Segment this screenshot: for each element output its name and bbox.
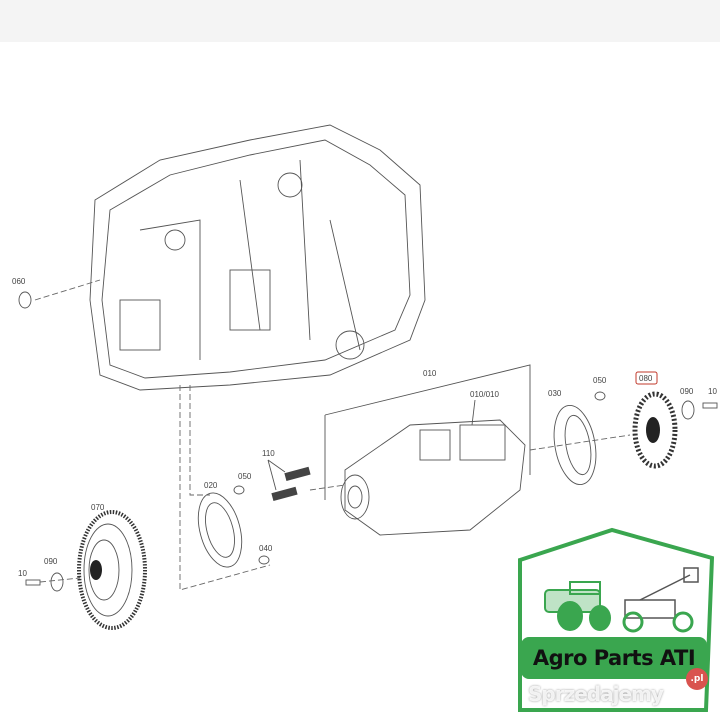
label-010-010: 010/010	[470, 390, 499, 399]
cover-030	[553, 405, 597, 485]
telehandler-icon	[622, 567, 699, 633]
logo-text: Agro Parts ATI	[532, 646, 696, 670]
label-010: 010	[423, 369, 437, 378]
label-020: 020	[204, 481, 218, 490]
bolt-040	[258, 555, 270, 565]
watermark-badge: .pl	[686, 668, 708, 690]
label-030: 030	[548, 389, 562, 398]
label-10-right: 10	[708, 387, 717, 396]
bolt-050-left	[233, 485, 245, 495]
label-10-left: 10	[18, 569, 27, 578]
highlight-box-080	[635, 371, 658, 385]
tractor-icon	[544, 581, 611, 631]
label-110: 110	[262, 449, 275, 458]
assembly-bracket	[324, 364, 531, 500]
studs-110	[267, 459, 311, 501]
label-090-right: 090	[680, 387, 694, 396]
large-gear-070	[77, 510, 147, 630]
cover-020	[197, 492, 243, 568]
label-090-left: 090	[44, 557, 58, 566]
label-060: 060	[12, 277, 26, 286]
label-050-right: 050	[593, 376, 607, 385]
washer-090-right	[681, 400, 695, 420]
label-040: 040	[259, 544, 273, 553]
logo-banner: Agro Parts ATI	[521, 637, 707, 679]
screw-10-left	[25, 579, 41, 586]
seal-060	[18, 291, 32, 309]
screw-10-right	[702, 402, 718, 409]
bolt-050-right	[594, 391, 606, 401]
watermark-text: Sprzedajemy	[528, 682, 664, 706]
transmission-housing	[89, 124, 426, 391]
hydraulic-assembly	[340, 419, 526, 536]
leader-060	[34, 279, 101, 301]
top-bar	[0, 0, 720, 42]
label-080: 080	[639, 374, 653, 383]
washer-090-left	[50, 572, 64, 592]
label-070: 070	[91, 503, 105, 512]
label-050-left: 050	[238, 472, 252, 481]
gear-080	[632, 391, 678, 469]
